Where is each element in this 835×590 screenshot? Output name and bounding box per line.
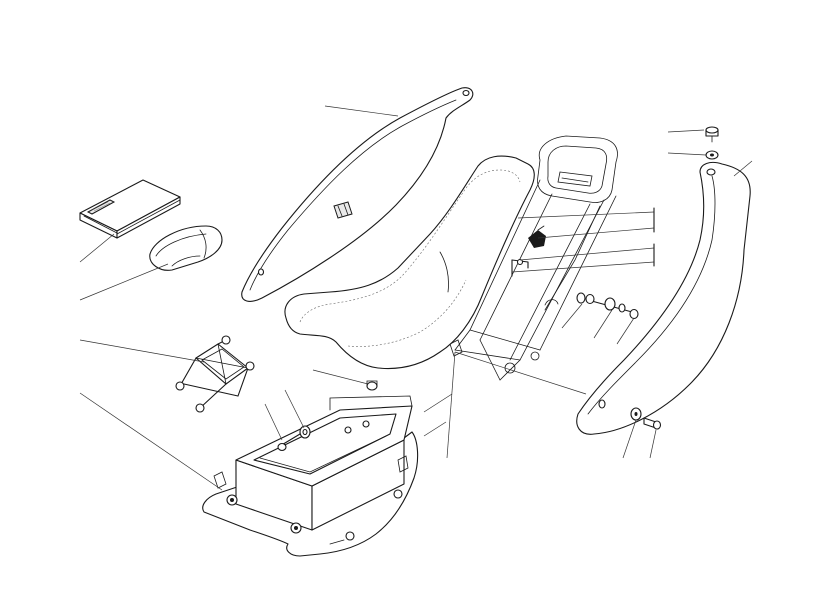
bolt <box>630 407 662 430</box>
leader-lines <box>79 105 753 491</box>
seat-base-tray <box>202 395 419 557</box>
left-side-panel <box>241 87 474 302</box>
seat-hook <box>511 258 529 277</box>
manual-booklet <box>79 179 181 239</box>
rider-seat <box>284 155 535 369</box>
right-side-panel <box>576 161 751 435</box>
fastener-set <box>277 380 378 452</box>
rear-subframe <box>449 135 618 381</box>
screw <box>705 126 719 143</box>
tool-pouch <box>149 225 223 271</box>
x-brace <box>175 335 255 413</box>
spacer <box>576 292 639 320</box>
washer <box>705 150 719 160</box>
seat-lock-latch <box>528 225 546 248</box>
